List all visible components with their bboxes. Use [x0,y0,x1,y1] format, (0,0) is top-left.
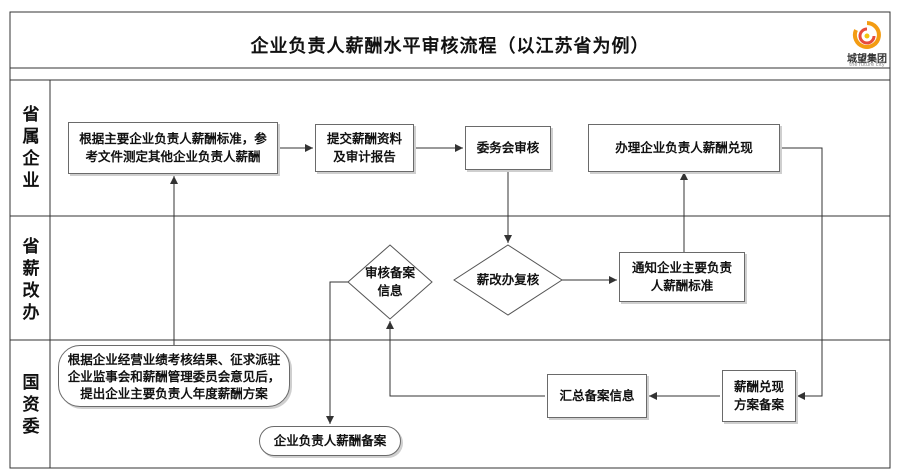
recheck-diamond [453,244,563,316]
node-payment-filing: 薪酬兑现方案备案 [722,370,796,422]
node-handle-payment: 办理企业负责人薪酬兑现 [588,124,780,172]
decision-review-filing-info: 审核备案信息 [364,265,415,298]
node-check-standard: 根据主要企业负责人薪酬标准，参考文件测定其他企业负责人薪酬 [68,122,278,174]
node-notify-standard: 通知企业主要负责人薪酬标准 [619,252,745,302]
arrow-payment-to-filing [780,147,823,400]
outer-frame [9,11,891,469]
company-logo-name: 城望集团 [847,54,887,65]
node-annual-plan: 根据企业经营业绩考核结果、征求派驻企业监事会和薪酬管理委员会意见后，提出企业主要… [58,345,290,407]
node-committee-review: 委务会审核 [465,126,551,170]
arrow-summary-to-review [386,321,545,397]
decision-salary-office-recheck: 薪改办复核 [476,272,540,287]
lane-label-province-enterprise: 省属企业 [22,105,40,191]
node-summary-filing: 汇总备案信息 [547,374,647,418]
node-submit-materials: 提交薪酬资料及审计报告 [315,124,414,172]
node-salary-record: 企业负责人薪酬备案 [259,426,401,456]
page-title: 企业负责人薪酬水平审核流程（以江苏省为例） [250,36,650,57]
review-filing-diamond [347,244,433,320]
lane-label-sasac: 国资委 [22,373,40,437]
arrow-review-to-record [326,281,348,424]
lane-label-salary-office: 省薪改办 [22,237,40,323]
company-logo-slogan: the future city [849,62,885,68]
company-logo-icon [852,21,881,49]
